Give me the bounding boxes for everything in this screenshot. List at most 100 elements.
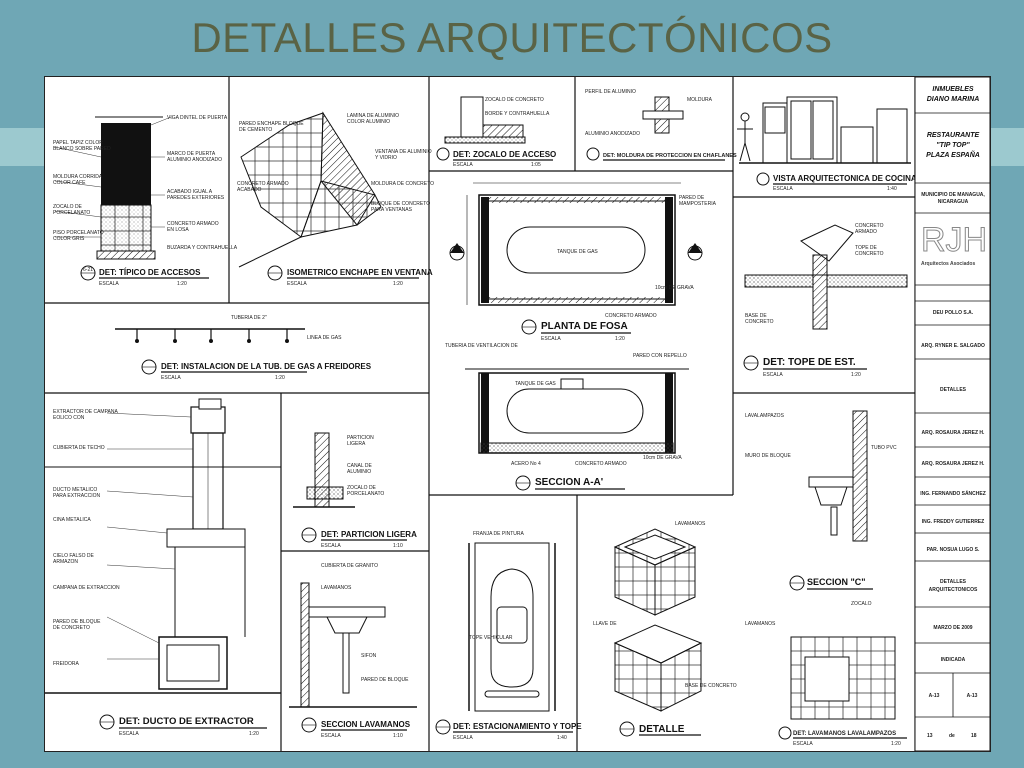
svg-text:VENTANA DE ALUMINIO: VENTANA DE ALUMINIO [375,149,432,155]
svg-text:PARA EXTRACCION: PARA EXTRACCION [53,493,101,499]
svg-text:FRANJA DE PINTURA: FRANJA DE PINTURA [473,531,525,537]
svg-text:PAPEL TAPIZ COLOR: PAPEL TAPIZ COLOR [53,140,103,146]
detail-kitchen-view: VISTA ARQUITECTONICA DE COCINA ESCALA 1:… [737,96,917,192]
svg-text:ALUMINIO ANODIZADO: ALUMINIO ANODIZADO [167,157,222,163]
detail-chamfer-molding: PERFIL DE ALUMINIO MOLDURA ALUMINIO ANOD… [585,89,737,161]
svg-text:MURO DE BLOQUE: MURO DE BLOQUE [745,453,792,459]
svg-text:TUBERIA DE VENTILACION DE: TUBERIA DE VENTILACION DE [445,343,518,349]
svg-text:10cm DE GRAVA: 10cm DE GRAVA [655,285,694,291]
svg-text:ESCALA: ESCALA [453,162,473,168]
svg-text:COLOR GRIS: COLOR GRIS [53,236,85,242]
svg-text:LIGERA: LIGERA [347,441,366,447]
svg-text:Y VIDRIO: Y VIDRIO [375,155,397,161]
title-block: INMUEBLES DIANO MARINA RESTAURANTE "TIP … [914,77,990,751]
svg-text:ESCALA: ESCALA [773,186,793,192]
svg-text:DE CEMENTO: DE CEMENTO [239,127,272,133]
detail-scale: 1:20 [275,375,285,381]
detail-handwash-section: CUBIERTA DE GRANITO LAVAMANOS SIFON PARE… [289,563,417,739]
svg-text:CAMPANA DE EXTRACCION: CAMPANA DE EXTRACCION [53,585,120,591]
svg-text:MOLDURA CORRIDA: MOLDURA CORRIDA [53,174,103,180]
svg-text:ESCALA: ESCALA [321,543,341,549]
svg-text:CONCRETO ARMADO: CONCRETO ARMADO [167,221,219,227]
svg-text:ESCALA: ESCALA [321,733,341,739]
svg-text:TOPE DE: TOPE DE [855,245,878,251]
svg-text:ESCALA: ESCALA [763,372,783,378]
tb-content: DETALLES [940,387,967,393]
detail-title: DET: INSTALACION DE LA TUB. DE GAS A FRE… [161,362,372,371]
svg-text:CIELO FALSO DE: CIELO FALSO DE [53,553,95,559]
svg-text:ZOCALO DE: ZOCALO DE [347,485,377,491]
detail-title: DET: MOLDURA DE PROTECCION EN CHAFLANES [603,153,737,159]
tb-project-line2: DIANO MARINA [927,96,980,103]
svg-text:BLANCO SOBRE PARED: BLANCO SOBRE PARED [53,146,111,152]
gas-line-label: LINEA DE GAS [307,335,342,341]
svg-text:ARMAZON: ARMAZON [53,559,78,565]
svg-text:ESCALA: ESCALA [161,375,181,381]
tb-reviewed: ARQ. ROSAURA JEREZ H. [922,461,985,467]
svg-text:CONCRETO: CONCRETO [745,319,774,325]
detail-access-plinth: ZOCALO DE CONCRETO BORDE Y CONTRAHUELLA … [436,96,556,168]
tb-sheet-content-line1: DETALLES [940,579,967,585]
svg-text:PARED DE: PARED DE [679,195,705,201]
svg-text:CONCRETO ARMADO: CONCRETO ARMADO [237,181,289,187]
svg-text:COLOR CAFE: COLOR CAFE [53,180,86,186]
svg-text:ZOCALO DE CONCRETO: ZOCALO DE CONCRETO [485,97,544,103]
svg-text:VIGA DINTEL DE PUERTA: VIGA DINTEL DE PUERTA [167,115,228,121]
detail-title: DET: ZOCALO DE ACCESO [453,150,556,159]
detail-title: ISOMETRICO ENCHAPE EN VENTANA [287,268,433,277]
tb-client: DEU POLLO S.A. [933,310,974,316]
detail-title: SECCION "C" [807,577,866,587]
svg-text:PORCELANATO: PORCELANATO [347,491,384,497]
svg-text:LLAVE DE: LLAVE DE [593,621,617,627]
pipe-label: TUBERIA DE 2" [231,315,267,321]
svg-text:LAVALAMPAZOS: LAVALAMPAZOS [745,413,785,419]
svg-text:ALUMINIO: ALUMINIO [347,469,371,475]
tb-date: MARZO DE 2009 [933,625,972,631]
svg-text:EN LOSA: EN LOSA [167,227,189,233]
svg-text:ZOCALO: ZOCALO [851,601,872,607]
svg-text:BUZARDA Y CONTRAHUELLA: BUZARDA Y CONTRAHUELLA [167,245,238,251]
detail-mop-sink: LAVAMANOS ZOCALO DET: LAVAMANOS LAVALAMP… [745,601,907,747]
tb-sheet-a: A-13 [929,693,940,699]
detail-title: DET: DUCTO DE EXTRACTOR [119,716,254,727]
tb-designer: ARQ. RYNER E. SALGADO [921,343,985,349]
tb-project-line1: INMUEBLES [932,86,974,93]
detail-title: DET: PARTICION LIGERA [321,530,417,539]
tb-scale: INDICADA [941,657,966,663]
detail-title: DET: TOPE DE EST. [763,357,856,368]
tb-logo-sub: Arquitectos Asociados [921,261,975,267]
detail-title: PLANTA DE FOSA [541,321,628,332]
svg-text:SIFON: SIFON [361,653,377,659]
tb-hydro: PAR. NOSUA LUGO S. [927,547,980,553]
svg-text:BORDE Y CONTRAHUELLA: BORDE Y CONTRAHUELLA [485,111,550,117]
tb-electrical: ING. FREDDY GUTIERREZ [922,519,984,525]
tb-structural: ING. FERNANDO SÁNCHEZ [920,490,986,497]
tb-sheet-num: 13 [927,733,933,739]
svg-text:PAREDES EXTERIORES: PAREDES EXTERIORES [167,195,225,201]
detail-section-aa: TANQUE DE GAS TUBERIA DE VENTILACION DE … [445,343,689,491]
svg-text:CONCRETO ARMADO: CONCRETO ARMADO [605,313,657,319]
detail-isometric-sink: LAVAMANOS LLAVE DE BASE DE CONCRETO DETA… [593,521,737,737]
svg-text:BLOQUE DE CONCRETO: BLOQUE DE CONCRETO [371,201,430,207]
tb-logo: RJH [921,221,987,259]
panel-grid [45,77,916,751]
detail-title: DETALLE [639,724,685,735]
detail-scale: 1:20 [177,281,187,287]
svg-text:CONCRETO: CONCRETO [855,251,884,257]
svg-text:PERFIL DE ALUMINIO: PERFIL DE ALUMINIO [585,89,636,95]
svg-text:EOLICO CON: EOLICO CON [53,415,85,421]
svg-text:ZOCALO DE: ZOCALO DE [53,204,83,210]
svg-text:PARTICION: PARTICION [347,435,374,441]
svg-text:EXTRACTOR DE CAMPANA: EXTRACTOR DE CAMPANA [53,409,118,415]
svg-text:ESCALA: ESCALA [541,336,561,342]
svg-text:MOLDURA: MOLDURA [687,97,713,103]
svg-text:ARMADO: ARMADO [855,229,877,235]
svg-text:PARA VENTANAS: PARA VENTANAS [371,207,413,213]
svg-text:PARED DE BLOQUE: PARED DE BLOQUE [361,677,409,683]
tb-location-line2: NICARAGUA [938,199,969,205]
